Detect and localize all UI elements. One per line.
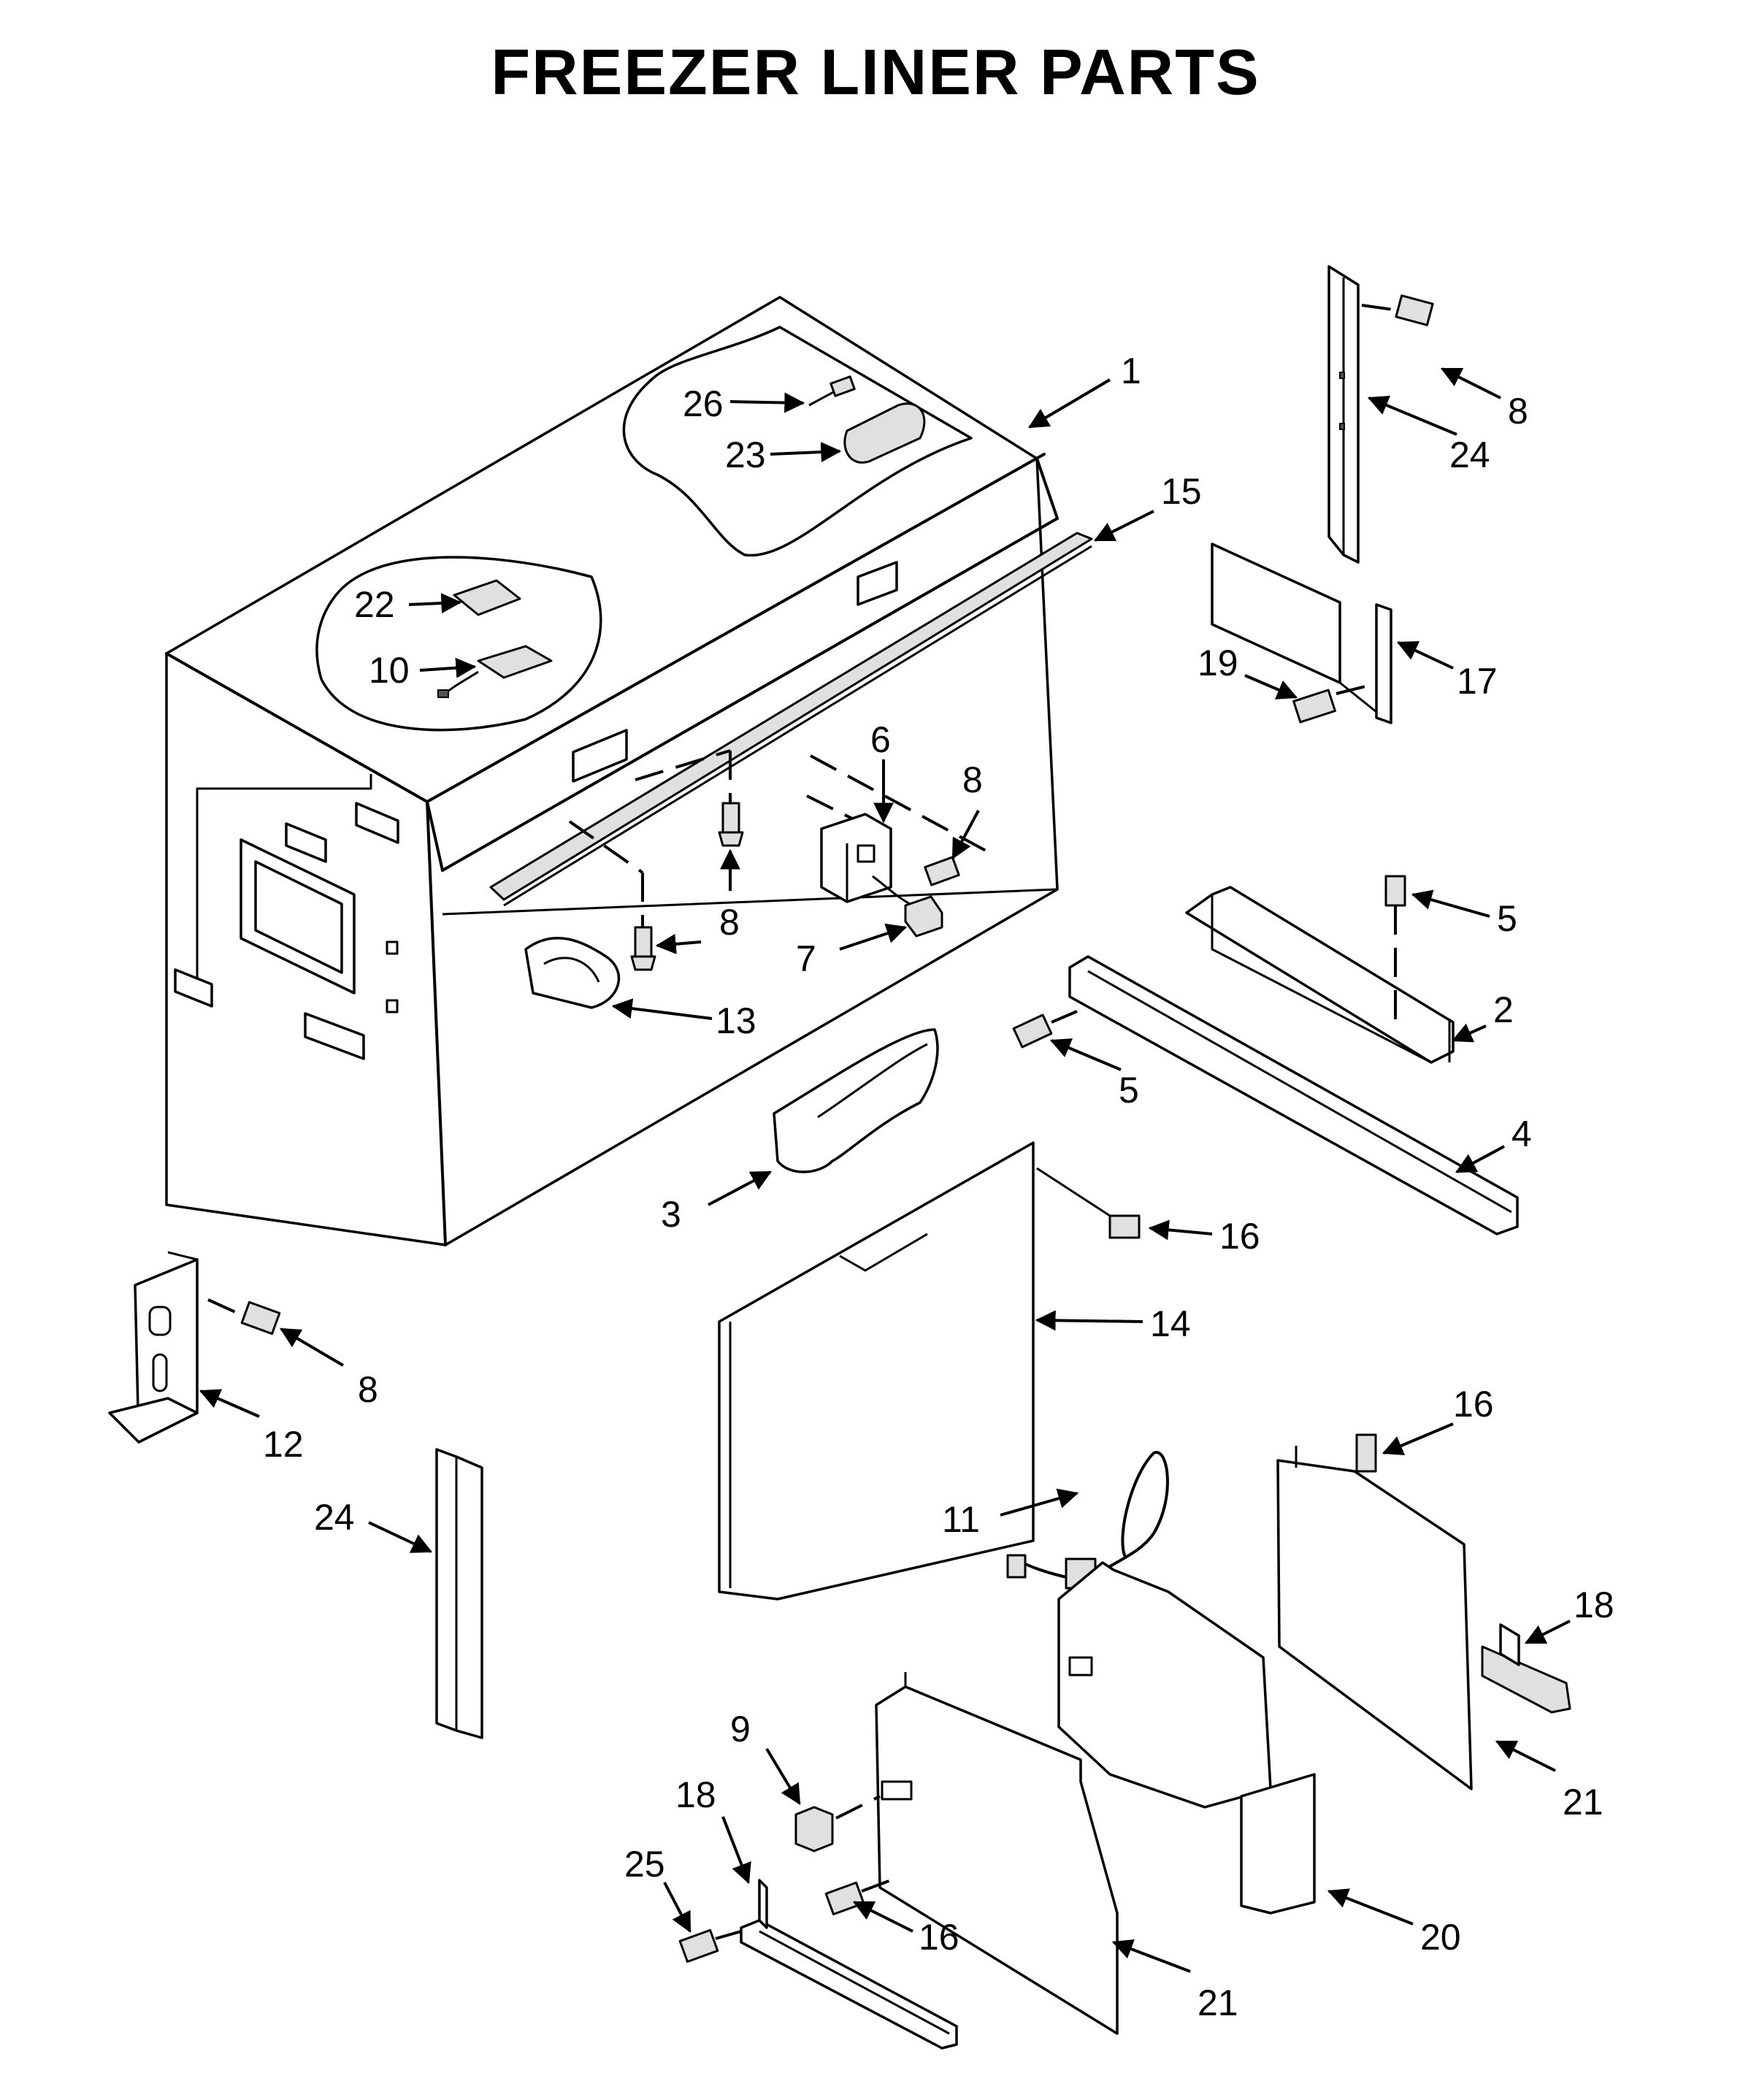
part-6 — [820, 813, 913, 907]
callout-11: 11 — [942, 1499, 980, 1540]
part-7 — [904, 895, 943, 938]
callout-16b: 16 — [1453, 1384, 1494, 1425]
callout-7: 7 — [796, 938, 816, 979]
callout-8b: 8 — [962, 759, 983, 800]
part-8-screw-12 — [207, 1298, 281, 1336]
callout-17: 17 — [1457, 661, 1498, 702]
callout-22: 22 — [354, 584, 395, 625]
callout-19: 19 — [1198, 643, 1238, 683]
callout-6: 6 — [870, 719, 891, 760]
callout-26: 26 — [683, 383, 724, 424]
part-3 — [773, 1028, 939, 1173]
callout-8a: 8 — [1508, 391, 1528, 432]
callout-14: 14 — [1150, 1303, 1191, 1344]
callout-10: 10 — [369, 650, 410, 691]
part-24-upper — [1327, 265, 1360, 564]
part-5-screw-left — [1012, 1010, 1078, 1049]
part-21-upper — [1276, 1446, 1473, 1790]
callout-15: 15 — [1161, 471, 1202, 512]
part-8-screw-13 — [630, 926, 656, 971]
part-16-screw-14 — [1036, 1167, 1141, 1239]
part-8-screw-6 — [924, 856, 960, 886]
part-23 — [843, 402, 926, 464]
part-21-lower — [875, 1672, 1119, 2035]
part-9 — [794, 1795, 881, 1852]
callout-21a: 21 — [1563, 1782, 1604, 1823]
callout-3: 3 — [661, 1194, 681, 1235]
part-4 — [1068, 955, 1519, 1235]
callout-25: 25 — [624, 1844, 665, 1885]
part-13 — [524, 937, 621, 1009]
part-15 — [489, 532, 1093, 907]
part-2 — [1185, 886, 1455, 1064]
part-8-screw-upper-right — [1361, 294, 1434, 326]
callout-arrows — [199, 367, 1571, 1973]
callout-18b: 18 — [675, 1774, 716, 1815]
callout-12: 12 — [263, 1424, 304, 1465]
part-20 — [1057, 1561, 1316, 1915]
callout-24b: 24 — [314, 1497, 355, 1538]
part-26 — [808, 375, 856, 407]
callout-18a: 18 — [1574, 1584, 1614, 1625]
freezer-liner — [165, 296, 1059, 1246]
callout-labels: 1 2 3 4 5 5 6 7 8 8 8 8 9 10 11 12 13 14… — [263, 350, 1614, 2023]
callout-5b: 5 — [1119, 1070, 1139, 1111]
part-16-screw-21 — [1355, 1433, 1377, 1473]
part-17 — [1211, 543, 1392, 724]
part-18-lower — [740, 1879, 958, 2050]
callout-8d: 8 — [358, 1369, 378, 1410]
callout-1: 1 — [1121, 350, 1141, 391]
part-5-screw-top — [1384, 875, 1406, 1022]
callout-16c: 16 — [919, 1917, 959, 1958]
part-19 — [1292, 685, 1366, 724]
part-8-screw-top — [718, 802, 744, 847]
callout-5a: 5 — [1497, 898, 1517, 939]
part-14 — [718, 1141, 1035, 1601]
callout-24a: 24 — [1449, 434, 1490, 475]
callout-23: 23 — [725, 434, 766, 475]
callout-16a: 16 — [1219, 1216, 1260, 1257]
part-12 — [108, 1251, 199, 1444]
part-16-screw-lower — [824, 1879, 892, 1916]
callout-4: 4 — [1511, 1114, 1532, 1154]
callout-8c: 8 — [719, 902, 740, 943]
callout-13: 13 — [716, 1000, 756, 1041]
callout-2: 2 — [1493, 989, 1514, 1030]
callout-20: 20 — [1420, 1917, 1461, 1958]
diagram-title: FREEZER LINER PARTS — [491, 36, 1260, 108]
callout-9: 9 — [730, 1709, 751, 1750]
part-25 — [678, 1928, 742, 1963]
part-24-lower — [435, 1448, 483, 1739]
callout-21b: 21 — [1198, 1982, 1238, 2023]
part-22 — [453, 579, 521, 616]
part-18-upper — [1481, 1623, 1571, 1714]
